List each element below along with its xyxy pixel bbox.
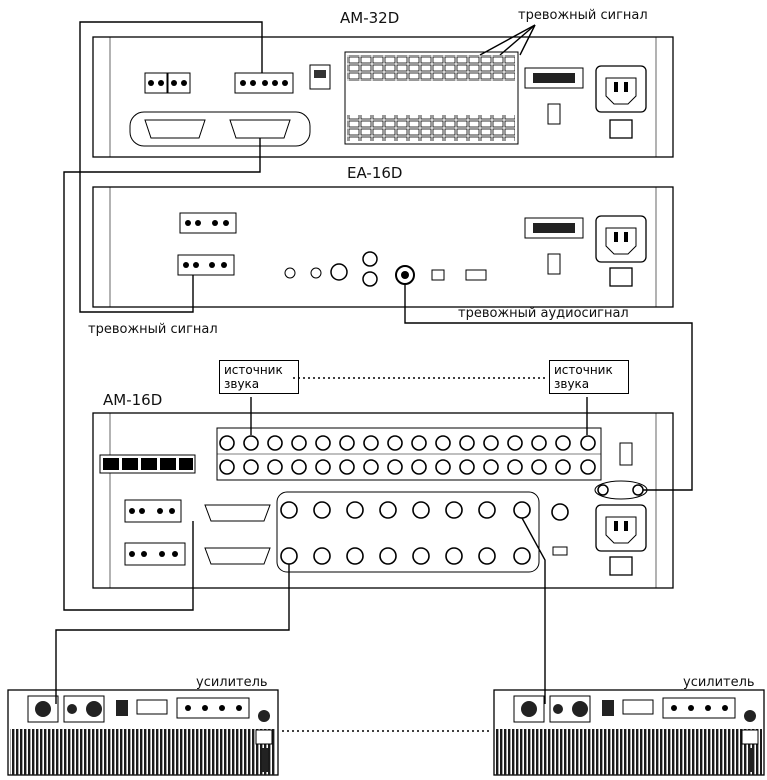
ea16d-panel bbox=[92, 186, 674, 308]
sound-source-box-left: источник звука bbox=[219, 360, 299, 394]
am16d-panel bbox=[92, 412, 674, 589]
alarm-audio-signal-label: тревожный аудиосигнал bbox=[458, 306, 629, 321]
am16d-input-jacks bbox=[219, 435, 596, 475]
amplifier-left bbox=[7, 689, 279, 776]
alarm-signal-label-left: тревожный сигнал bbox=[88, 322, 218, 337]
wiring bbox=[55, 21, 693, 732]
alarm-signal-label-top: тревожный сигнал bbox=[518, 8, 648, 23]
ea16d-title: EA-16D bbox=[347, 164, 403, 182]
amplifier-right bbox=[493, 689, 765, 776]
sound-source-box-right: источник звука bbox=[549, 360, 629, 394]
am32d-panel bbox=[92, 36, 674, 158]
am32d-terminal-block-2 bbox=[234, 72, 294, 94]
amplifier-label-right: усилитель bbox=[683, 675, 755, 690]
am16d-title: AM-16D bbox=[103, 391, 163, 409]
am32d-terminal-block-1 bbox=[144, 72, 191, 94]
am16d-output-jacks bbox=[280, 501, 531, 565]
am32d-title: AM-32D bbox=[340, 9, 400, 27]
amplifier-label-left: усилитель bbox=[196, 675, 268, 690]
